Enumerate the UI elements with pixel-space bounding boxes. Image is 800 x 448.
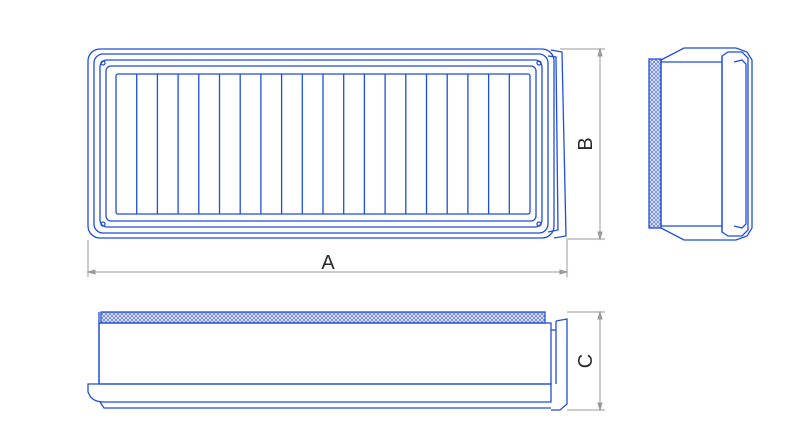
top-frame-inner-3 <box>105 65 537 222</box>
side-body <box>660 47 753 241</box>
dimension-a <box>86 240 569 277</box>
top-frame-inner-1 <box>93 53 549 234</box>
top-frame-inner-2 <box>99 59 543 228</box>
dimension-c <box>567 310 605 412</box>
corner-mark-bl <box>100 221 106 227</box>
top-frame-outer <box>87 48 555 239</box>
corner-mark-tl <box>100 60 106 66</box>
front-base-flange <box>87 383 552 403</box>
pleat-lines <box>136 74 510 214</box>
filter-top-view <box>87 48 567 239</box>
corner-mark-tr <box>536 60 542 66</box>
dimension-b <box>560 47 605 241</box>
corner-mark-br <box>536 221 542 227</box>
dimension-c-label: C <box>575 354 597 368</box>
dimension-a-label: A <box>321 252 335 274</box>
filter-side-view <box>648 47 753 241</box>
dimension-b-label: B <box>575 137 597 150</box>
top-side-flange-inner <box>547 55 559 233</box>
filter-front-view <box>87 311 568 411</box>
front-body <box>98 322 552 385</box>
side-lip <box>721 51 749 237</box>
top-side-flange <box>550 49 567 239</box>
side-mesh <box>648 58 662 229</box>
front-side-flange <box>551 318 568 411</box>
front-mesh <box>100 311 546 324</box>
